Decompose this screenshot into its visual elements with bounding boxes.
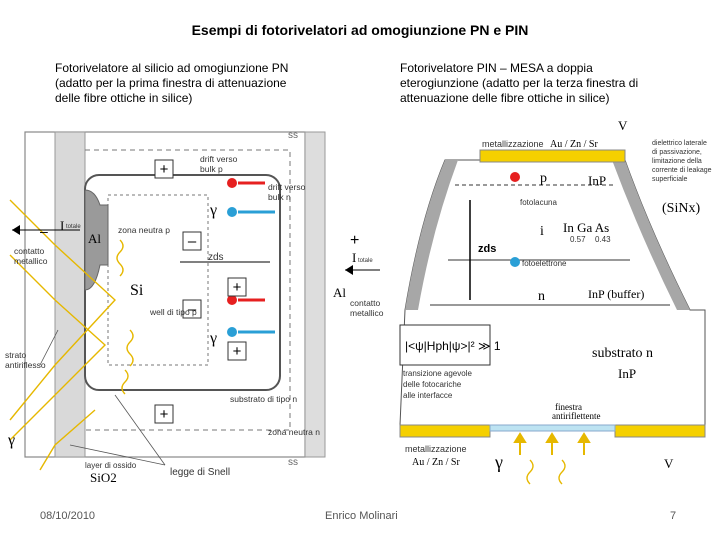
- svg-text:InP: InP: [618, 366, 636, 381]
- svg-text:drift verso: drift verso: [268, 182, 306, 192]
- svg-text:contatto: contatto: [350, 298, 381, 308]
- svg-text:metallizzazione: metallizzazione: [482, 139, 544, 149]
- svg-text:+: +: [160, 161, 169, 178]
- svg-text:+: +: [350, 232, 359, 249]
- svg-text:γ: γ: [209, 202, 217, 219]
- svg-text:finestra: finestra: [555, 402, 582, 412]
- right-caption-line-2: eterogiunzione (adatto per la terza fine…: [400, 76, 639, 90]
- svg-text:i: i: [540, 224, 544, 239]
- svg-text:+: +: [233, 279, 242, 296]
- svg-text:n: n: [538, 289, 545, 304]
- svg-text:totale: totale: [358, 258, 373, 264]
- svg-text:substrato n: substrato n: [592, 346, 653, 361]
- matrix-box: [399, 324, 491, 366]
- left-caption-line-3: delle fibre ottiche in silice): [55, 91, 193, 105]
- svg-text:(SiNx): (SiNx): [662, 201, 700, 216]
- footer-author: Enrico Molinari: [325, 510, 398, 522]
- svg-text:zds: zds: [478, 243, 496, 255]
- svg-text:V: V: [664, 456, 674, 471]
- svg-text:legge di Snell: legge di Snell: [170, 467, 230, 478]
- svg-text:metallico: metallico: [14, 256, 48, 266]
- snell-pointers: [39, 329, 166, 466]
- svg-text:zds: zds: [208, 252, 224, 263]
- svg-text:SiO2: SiO2: [90, 470, 117, 485]
- svg-text:–: –: [188, 233, 197, 250]
- svg-text:well di tipo p: well di tipo p: [149, 307, 197, 317]
- svg-text:Al: Al: [88, 231, 101, 246]
- svg-text:drift verso: drift verso: [200, 154, 238, 164]
- svg-text:I: I: [352, 250, 356, 265]
- svg-text:dielettrico laterale: dielettrico laterale: [652, 140, 707, 147]
- svg-text:zona neutra n: zona neutra n: [268, 427, 320, 437]
- svg-text:contatto: contatto: [14, 246, 45, 256]
- svg-text:+: +: [233, 343, 242, 360]
- svg-text:Au / Zn / Sr: Au / Zn / Sr: [412, 457, 460, 468]
- bottom-metal-right: [614, 424, 706, 438]
- svg-text:ss: ss: [288, 457, 298, 468]
- svg-text:layer di ossido: layer di ossido: [85, 461, 137, 470]
- up-arrows: [513, 432, 591, 455]
- passivation-left: [405, 160, 458, 310]
- footer-date: 08/10/2010: [40, 510, 96, 522]
- svg-text:V: V: [618, 118, 628, 133]
- svg-text:Si: Si: [130, 282, 144, 299]
- svg-text:antiriflesso: antiriflesso: [5, 360, 46, 370]
- svg-text:fotoelettrone: fotoelettrone: [522, 259, 567, 268]
- svg-text:di passivazione,: di passivazione,: [652, 149, 702, 156]
- svg-text:metallizzazione: metallizzazione: [405, 444, 467, 454]
- svg-text:In Ga As: In Ga As: [563, 220, 609, 235]
- svg-text:Au / Zn / Sr: Au / Zn / Sr: [550, 139, 598, 150]
- svg-text:superficiale: superficiale: [652, 176, 688, 183]
- right-caption-line-1: Fotorivelatore PIN – MESA a doppia: [400, 61, 593, 75]
- left-caption-line-1: Fotorivelatore al silicio ad omogiunzion…: [55, 61, 289, 75]
- right-caption-line-3: attenuazione delle fibre ottiche in sili…: [400, 91, 610, 105]
- svg-text:InP: InP: [588, 173, 606, 188]
- svg-text:transizione agevole: transizione agevole: [403, 369, 472, 378]
- svg-text:0.57: 0.57: [570, 235, 586, 244]
- svg-text:substrato di tipo n: substrato di tipo n: [230, 394, 297, 404]
- svg-text:limitazione della: limitazione della: [652, 158, 702, 165]
- svg-text:γ: γ: [494, 452, 503, 472]
- left-caption: Fotorivelatore al silicio ad omogiunzion…: [55, 61, 355, 106]
- depletion-zone: [107, 194, 209, 366]
- svg-text:delle fotocariche: delle fotocariche: [403, 380, 462, 389]
- al-contact-right: [304, 131, 326, 458]
- svg-text:metallico: metallico: [350, 308, 384, 318]
- svg-text:antiriflettente: antiriflettente: [552, 411, 600, 421]
- svg-text:–: –: [40, 223, 48, 239]
- svg-text:+: +: [160, 406, 169, 423]
- svg-text:I: I: [60, 218, 64, 233]
- svg-text:γ: γ: [209, 330, 217, 347]
- svg-text:|<ψ|Hph|ψ>|² ≫ 1: |<ψ|Hph|ψ>|² ≫ 1: [405, 339, 501, 353]
- svg-text:alle interfacce: alle interfacce: [403, 391, 453, 400]
- svg-text:bulk n: bulk n: [268, 192, 291, 202]
- svg-text:Al: Al: [333, 285, 346, 300]
- svg-text:–: –: [188, 301, 197, 318]
- left-caption-line-2: (adatto per la prima finestra di attenua…: [55, 76, 287, 90]
- right-caption: Fotorivelatore PIN – MESA a doppia etero…: [400, 61, 700, 106]
- slide-title: Esempi di fotorivelatori ad omogiunzione…: [191, 22, 529, 38]
- carriers: [227, 178, 275, 337]
- svg-text:ss: ss: [288, 130, 298, 141]
- top-metal: [479, 149, 626, 163]
- passivation-right: [612, 160, 690, 310]
- antireflection-window: [489, 424, 616, 432]
- svg-text:strato: strato: [5, 350, 27, 360]
- svg-text:corrente di leakage: corrente di leakage: [652, 167, 712, 174]
- svg-text:bulk p: bulk p: [200, 164, 223, 174]
- svg-text:fotolacuna: fotolacuna: [520, 198, 557, 207]
- svg-text:0.43: 0.43: [595, 235, 611, 244]
- svg-text:p: p: [540, 171, 547, 186]
- svg-text:γ: γ: [7, 432, 15, 449]
- footer-page: 7: [670, 510, 677, 522]
- svg-text:totale: totale: [66, 224, 81, 230]
- svg-text:InP (buffer): InP (buffer): [588, 287, 644, 301]
- svg-text:zona neutra p: zona neutra p: [118, 225, 170, 235]
- bottom-metal-left: [399, 424, 491, 438]
- substrate-boundary: [85, 149, 291, 431]
- al-contact-left: [84, 189, 109, 291]
